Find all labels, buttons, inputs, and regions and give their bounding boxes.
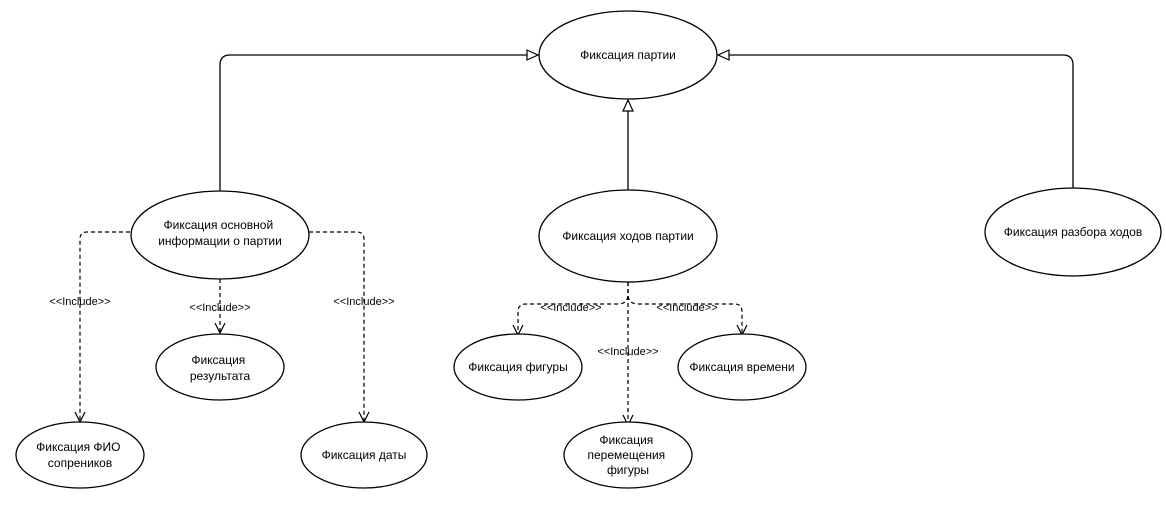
label-result-line1: Фиксация xyxy=(191,353,245,367)
include-label-piece: <<Include>> xyxy=(540,302,601,314)
ellipse-piece-move xyxy=(563,421,693,489)
label-players-line2: сопреников xyxy=(48,456,112,470)
edge-analysis-to-root xyxy=(729,54,1074,190)
use-case-players: Фиксация ФИО сопреников xyxy=(15,421,145,489)
label-result-line2: результата xyxy=(190,369,251,383)
include-label-piece-move: <<Include>> xyxy=(597,346,658,358)
label-piece-move-line2: перемещения xyxy=(587,448,665,462)
label-basic-info: Фиксация основной информации о партии xyxy=(158,218,282,248)
edge-include-date xyxy=(309,231,365,421)
ellipse-date xyxy=(300,421,428,489)
label-date: Фиксация даты xyxy=(322,448,407,462)
use-case-analysis: Фиксация разбора ходов xyxy=(984,187,1162,277)
arrowhead-include-result xyxy=(214,322,226,335)
include-edges xyxy=(74,231,748,427)
edge-basic-info-to-root xyxy=(219,54,527,191)
ellipse-basic-info xyxy=(130,190,310,280)
arrowhead-basic-info-to-root xyxy=(526,49,540,61)
label-piece: Фиксация фигуры xyxy=(468,360,567,374)
include-label-time: <<Include>> xyxy=(656,302,717,314)
ellipse-result xyxy=(155,333,285,401)
include-label-result: <<Include>> xyxy=(189,302,250,314)
include-label-players: <<Include>> xyxy=(49,296,110,308)
ellipse-piece xyxy=(453,333,583,401)
use-case-basic-info: Фиксация основной информации о партии xyxy=(130,190,310,280)
label-players: Фиксация ФИО сопреников xyxy=(36,440,124,470)
arrowhead-moves-to-root xyxy=(622,98,634,112)
use-case-root: Фиксация партии xyxy=(538,10,718,100)
use-case-piece: Фиксация фигуры xyxy=(453,333,583,401)
label-basic-info-line2: информации о партии xyxy=(158,234,282,248)
ellipse-moves xyxy=(538,189,718,283)
label-result: Фиксация результата xyxy=(190,353,251,383)
ellipse-root xyxy=(538,10,718,100)
label-piece-move-line1: Фиксация xyxy=(599,433,653,447)
use-case-piece-move: Фиксация перемещения фигуры xyxy=(563,421,693,489)
use-case-moves: Фиксация ходов партии xyxy=(538,189,718,283)
edge-include-players xyxy=(79,231,130,421)
arrowhead-analysis-to-root xyxy=(716,49,730,61)
use-case-time: Фиксация времени xyxy=(677,333,807,401)
ellipse-analysis xyxy=(984,187,1162,277)
use-case-date: Фиксация даты xyxy=(300,421,428,489)
label-piece-move-line3: фигуры xyxy=(607,463,649,477)
include-labels: <<Include>> <<Include>> <<Include>> <<In… xyxy=(49,296,717,358)
ellipse-players xyxy=(15,421,145,489)
label-analysis: Фиксация разбора ходов xyxy=(1004,225,1142,239)
label-players-line1: Фиксация ФИО xyxy=(36,440,120,454)
generalization-edges xyxy=(219,49,1074,191)
use-case-result: Фиксация результата xyxy=(155,333,285,401)
include-label-date: <<Include>> xyxy=(333,296,394,308)
label-piece-move: Фиксация перемещения фигуры xyxy=(587,433,668,477)
label-moves: Фиксация ходов партии xyxy=(562,229,693,243)
label-basic-info-line1: Фиксация основной xyxy=(164,218,274,232)
ellipse-time xyxy=(677,333,807,401)
label-root: Фиксация партии xyxy=(580,48,676,62)
label-time: Фиксация времени xyxy=(689,360,794,374)
